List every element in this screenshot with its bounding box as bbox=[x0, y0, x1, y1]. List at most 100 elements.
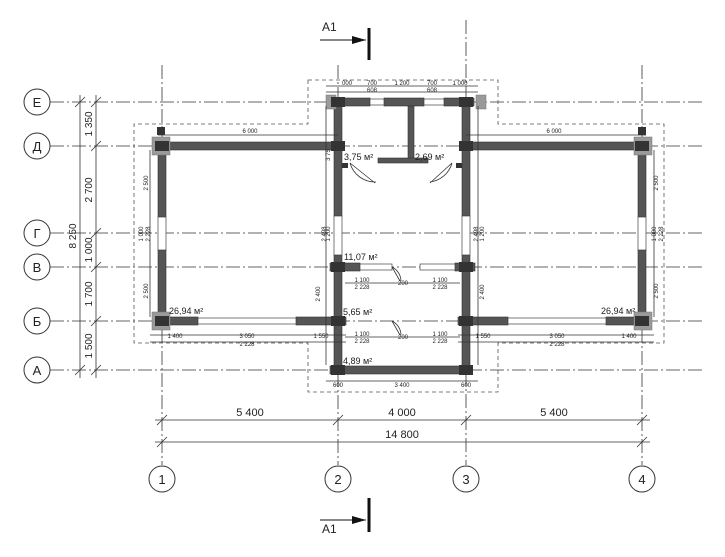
axis-bubble-row bbox=[23, 88, 51, 116]
door-swing-hall bbox=[391, 266, 402, 282]
walls bbox=[157, 97, 647, 375]
dim-small: 2 498 bbox=[474, 226, 480, 242]
dim-small: 3 75 bbox=[326, 149, 332, 161]
post-marker bbox=[157, 127, 165, 135]
dim-text-total: 8 250 bbox=[68, 223, 79, 248]
dim-tick bbox=[74, 364, 86, 376]
dim-small: 1 400 bbox=[167, 334, 183, 340]
dim-text: 2 700 bbox=[84, 177, 95, 202]
room-area-vestibule-right: 2,69 м² bbox=[415, 152, 444, 162]
section-marker-bottom: A1 bbox=[320, 498, 371, 536]
dim-small: 600 bbox=[333, 383, 344, 389]
dim-tick bbox=[90, 96, 102, 108]
axis-bubble-row bbox=[23, 253, 51, 281]
window-left bbox=[157, 216, 167, 251]
axis-bubble-col bbox=[324, 465, 352, 493]
section-label-bottom: A1 bbox=[322, 522, 337, 536]
dim-small: 200 bbox=[398, 281, 409, 287]
wall-axis2-lower bbox=[333, 254, 343, 374]
post bbox=[331, 316, 345, 326]
post bbox=[459, 97, 473, 107]
wall-vestibule-cross bbox=[377, 157, 429, 164]
door-swing-vestibule-right bbox=[429, 162, 453, 184]
dim-text: 1 500 bbox=[84, 333, 95, 358]
dim-small: 6 000 bbox=[242, 129, 258, 135]
window-axis2 bbox=[333, 215, 343, 256]
wall-dimension-text: 000 700 1 200 700 1 000 608 608 6 000 6 … bbox=[139, 81, 665, 389]
windows bbox=[157, 98, 647, 325]
dim-small: 2 400 bbox=[480, 284, 486, 300]
wall-porch bbox=[329, 365, 471, 375]
window-hall-right bbox=[419, 263, 456, 271]
wall-axis3-lower bbox=[461, 254, 471, 374]
dim-small: 2 498 bbox=[322, 226, 328, 242]
dim-tick bbox=[90, 227, 102, 239]
post bbox=[155, 316, 169, 326]
dim-small: 2 228 bbox=[659, 226, 665, 242]
dim-text: 5 400 bbox=[540, 407, 568, 419]
section-label-top: A1 bbox=[322, 20, 337, 34]
axis-bubble-col bbox=[148, 465, 176, 493]
section-arrow-head bbox=[352, 36, 366, 44]
dim-tick bbox=[332, 414, 344, 426]
room-area-porch: 4,89 м² bbox=[343, 356, 372, 366]
door-jamb bbox=[456, 163, 462, 168]
dim-small: 2 500 bbox=[654, 283, 660, 299]
dim-small: 1 400 bbox=[621, 334, 637, 340]
dim-tick bbox=[156, 436, 168, 448]
post bbox=[459, 316, 473, 326]
axis-bubble-row bbox=[23, 219, 51, 247]
room-area-vestibule-left: 3,75 м² bbox=[344, 152, 373, 162]
dim-small: 3 050 bbox=[549, 334, 565, 340]
dim-small: 1 200 bbox=[480, 226, 486, 242]
axis-label-row: В bbox=[33, 260, 42, 275]
axis-bubble-col bbox=[452, 465, 480, 493]
room-area-corridor: 5,65 м² bbox=[343, 307, 372, 317]
dim-small: 1 550 bbox=[475, 334, 491, 340]
dim-small: 2 500 bbox=[144, 283, 150, 299]
window-entry-left bbox=[369, 98, 385, 106]
wall-vestibule-partition bbox=[407, 105, 415, 163]
axis-label-col: 1 bbox=[158, 472, 165, 487]
dim-small: 1 100 bbox=[354, 278, 370, 284]
dim-small: 2 228 bbox=[432, 285, 448, 291]
axis-label-row: Д bbox=[33, 139, 42, 154]
post bbox=[635, 316, 649, 326]
dim-tick bbox=[90, 364, 102, 376]
dim-small: 1 000 bbox=[452, 81, 468, 87]
dim-small: 2 500 bbox=[654, 175, 660, 191]
post bbox=[459, 141, 473, 151]
dim-small: 200 bbox=[398, 335, 409, 341]
dim-small: 1 200 bbox=[326, 226, 332, 242]
axis-label-row: А bbox=[33, 363, 42, 378]
door-jamb bbox=[342, 163, 348, 168]
dim-text-total: 14 800 bbox=[385, 429, 419, 441]
post-marker bbox=[638, 127, 646, 135]
dim-tick bbox=[90, 140, 102, 152]
doors bbox=[342, 162, 462, 336]
bottom-dimension-text: 5 400 4 000 5 400 14 800 bbox=[236, 407, 568, 441]
dim-text: 1 000 bbox=[84, 237, 95, 262]
window-bottom-right bbox=[507, 317, 607, 325]
dim-small: 2 400 bbox=[316, 286, 322, 302]
dim-tick bbox=[460, 414, 472, 426]
axis-label-col: 3 bbox=[462, 472, 469, 487]
dim-small: 2 228 bbox=[239, 342, 255, 348]
dim-small: 2 228 bbox=[354, 339, 370, 345]
dim-small: 3 400 bbox=[394, 383, 410, 389]
post bbox=[331, 262, 345, 272]
left-dimension-text: 1 350 2 700 1 000 1 700 1 500 8 250 bbox=[68, 111, 95, 358]
col-axis-bubbles: 1 2 3 4 bbox=[148, 465, 656, 493]
axis-bubble-col bbox=[628, 465, 656, 493]
dim-small: 1 200 bbox=[394, 81, 410, 87]
dim-small: 2 228 bbox=[432, 339, 448, 345]
dim-small: 3 050 bbox=[239, 334, 255, 340]
axis-bubble-row bbox=[23, 307, 51, 335]
foundation-outline bbox=[133, 79, 665, 393]
dim-small: 2 500 bbox=[144, 175, 150, 191]
post bbox=[459, 365, 473, 375]
axis-label-col: 4 bbox=[638, 472, 645, 487]
dim-tick bbox=[636, 414, 648, 426]
axis-label-row: Б bbox=[33, 314, 42, 329]
